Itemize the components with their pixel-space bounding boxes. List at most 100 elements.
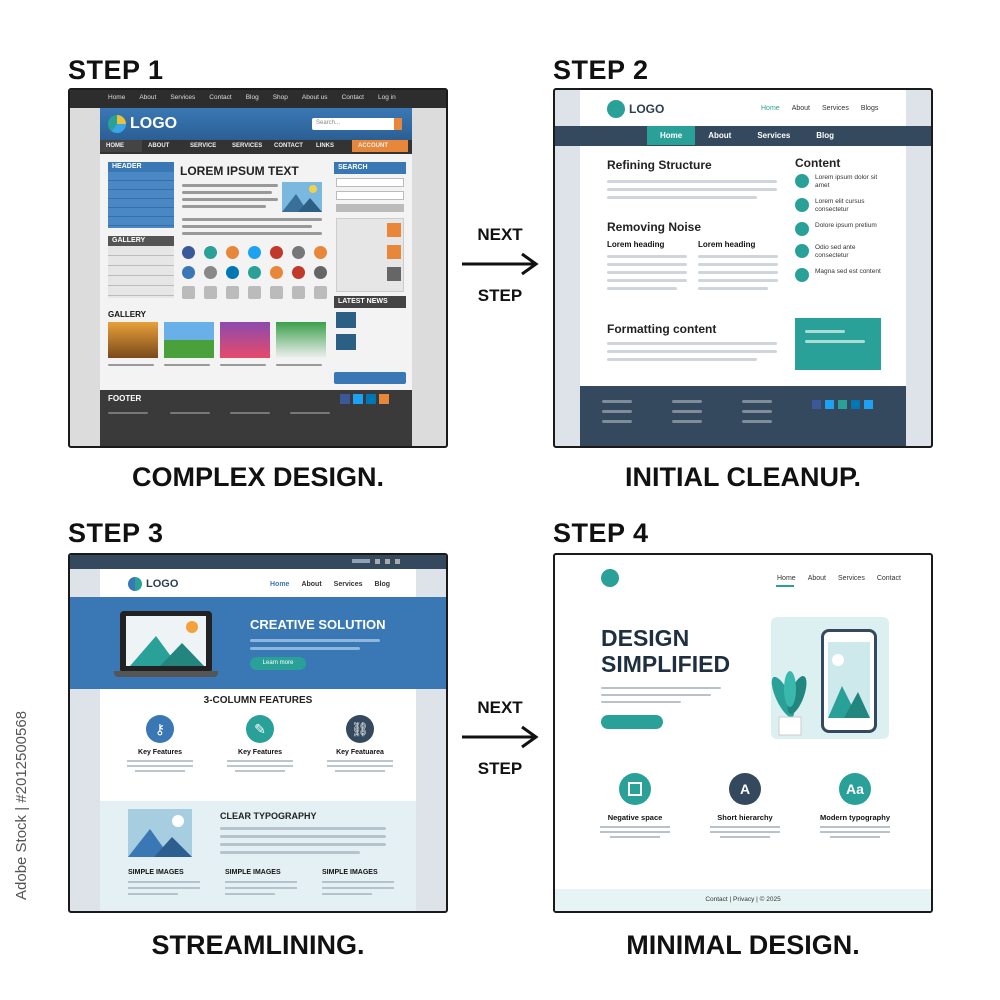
social-icon[interactable] bbox=[292, 266, 305, 279]
s1-main-nav-item[interactable]: LINKS bbox=[316, 143, 334, 149]
s3-feature-label: Key Features bbox=[138, 749, 182, 756]
s1-top-nav-item[interactable]: Services bbox=[170, 94, 196, 101]
social-icon[interactable] bbox=[248, 286, 261, 299]
social-icon[interactable] bbox=[182, 286, 195, 299]
s2-main-nav: Home About Services Blog bbox=[555, 126, 931, 146]
s1-search-input[interactable]: Search... bbox=[312, 118, 402, 130]
s4-cta-button[interactable] bbox=[601, 715, 663, 729]
s4-hero-illustration bbox=[771, 617, 889, 739]
s1-icon-row bbox=[182, 246, 332, 259]
social-icon[interactable] bbox=[292, 246, 305, 259]
social-icon[interactable] bbox=[182, 266, 195, 279]
s3-logo-icon bbox=[128, 577, 142, 591]
s2-heading-1: Lorem heading bbox=[607, 240, 665, 249]
s1-top-nav-item[interactable]: Shop bbox=[272, 94, 288, 101]
s1-main-nav-item[interactable]: SERVICES bbox=[232, 143, 263, 149]
s4-nav-item[interactable]: About bbox=[807, 575, 826, 582]
s1-gallery-label: GALLERY bbox=[108, 310, 146, 319]
s3-features-row: ⚷Key Features✎Key Features⛓Key Featuarea bbox=[110, 715, 410, 772]
social-icon[interactable] bbox=[204, 266, 217, 279]
s1-main-nav-item[interactable]: SERVICE bbox=[190, 143, 217, 149]
s2-top-nav-item[interactable]: Home bbox=[761, 105, 780, 112]
s3-feature-column: ✎Key Features bbox=[220, 715, 300, 772]
s1-top-nav-item[interactable]: Blog bbox=[245, 94, 259, 101]
s2-main-nav-item[interactable]: About bbox=[708, 131, 732, 140]
social-icon[interactable] bbox=[270, 286, 283, 299]
social-icon[interactable] bbox=[248, 266, 261, 279]
s2-refining-title: Refining Structure bbox=[607, 158, 712, 172]
s3-nav-item[interactable]: About bbox=[301, 581, 322, 588]
s1-sidebar-search-input-2[interactable] bbox=[336, 191, 404, 200]
s4-nav-item[interactable]: Home bbox=[777, 575, 796, 582]
s2-main-nav-item[interactable]: Blog bbox=[816, 131, 835, 140]
s2-cta-box[interactable] bbox=[795, 318, 881, 370]
s1-gallery-photo-2 bbox=[164, 322, 214, 358]
text-line bbox=[128, 881, 200, 883]
phone-icon bbox=[821, 629, 877, 733]
laptop-icon bbox=[114, 611, 218, 677]
s3-nav-item[interactable]: Blog bbox=[374, 581, 391, 588]
s2-removing-title: Removing Noise bbox=[607, 220, 702, 234]
s1-main-nav-item[interactable]: ACCOUNT bbox=[352, 140, 408, 152]
s2-logo-text: LOGO bbox=[629, 102, 665, 116]
step-1-mockup: Home About Services Contact Blog Shop About us… bbox=[68, 88, 448, 448]
s1-top-nav-item[interactable]: Contact bbox=[209, 94, 232, 101]
s1-top-nav-item[interactable]: Home bbox=[108, 94, 126, 101]
s1-top-nav-item[interactable]: About us bbox=[301, 94, 328, 101]
s4-nav-item[interactable]: Services bbox=[837, 575, 865, 582]
s1-header-list bbox=[108, 172, 174, 228]
text-line bbox=[135, 770, 185, 772]
social-icon[interactable] bbox=[182, 246, 195, 259]
social-icon[interactable] bbox=[204, 286, 217, 299]
social-icon[interactable] bbox=[204, 246, 217, 259]
s3-feature-label: Key Features bbox=[238, 749, 282, 756]
social-icon[interactable] bbox=[314, 286, 327, 299]
s1-main-nav-item[interactable]: CONTACT bbox=[274, 143, 303, 149]
social-icon[interactable] bbox=[248, 246, 261, 259]
social-icon[interactable] bbox=[270, 266, 283, 279]
s1-top-nav-item[interactable]: Log in bbox=[377, 94, 396, 101]
s1-search-button[interactable] bbox=[394, 118, 402, 130]
social-icon[interactable] bbox=[226, 266, 239, 279]
s1-top-nav-item[interactable]: About bbox=[139, 94, 157, 101]
circle-icon bbox=[795, 268, 809, 282]
social-icon[interactable] bbox=[226, 246, 239, 259]
step-4-title: STEP 4 bbox=[553, 518, 649, 548]
rss-icon bbox=[387, 223, 401, 237]
text-line bbox=[225, 887, 297, 889]
s2-main-nav-item[interactable]: Home bbox=[647, 126, 696, 145]
s3-nav-item[interactable]: Home bbox=[270, 581, 290, 588]
s1-news-button[interactable] bbox=[334, 372, 406, 384]
social-icon[interactable] bbox=[292, 286, 305, 299]
social-icon[interactable] bbox=[314, 266, 327, 279]
s1-header-label: HEADER bbox=[108, 162, 174, 172]
s1-gallery-photo-3 bbox=[220, 322, 270, 358]
s2-content-item-text: Magna sed est content bbox=[815, 268, 881, 275]
s1-rss-box bbox=[336, 218, 404, 292]
s4-feature-label: Negative space bbox=[607, 813, 663, 822]
s1-top-nav-item[interactable]: Contact bbox=[341, 94, 364, 101]
s2-top-nav-item[interactable]: Services bbox=[821, 105, 849, 112]
s4-feature-column: Negative space bbox=[585, 773, 685, 838]
s3-image-column: SIMPLE IMAGES bbox=[128, 869, 204, 895]
s4-nav-item[interactable]: Contact bbox=[876, 575, 901, 582]
s1-main-nav-item[interactable]: HOME bbox=[100, 140, 142, 152]
check-square-icon bbox=[619, 773, 651, 805]
s3-hero-button[interactable]: Learn more bbox=[250, 657, 306, 670]
social-icon[interactable] bbox=[314, 246, 327, 259]
s1-gallery-list bbox=[108, 246, 174, 298]
social-icon[interactable] bbox=[226, 286, 239, 299]
text-line bbox=[720, 836, 770, 838]
s2-top-nav-item[interactable]: About bbox=[791, 105, 810, 112]
s3-nav-item[interactable]: Services bbox=[333, 581, 363, 588]
s2-top-nav-item[interactable]: Blogs bbox=[860, 105, 879, 112]
s3-typography-title: CLEAR TYPOGRAPHY bbox=[220, 811, 317, 821]
text-line bbox=[322, 893, 372, 895]
arrow-1-bottom-label: STEP bbox=[477, 286, 523, 305]
social-icon[interactable] bbox=[270, 246, 283, 259]
s2-main-nav-item[interactable]: Services bbox=[757, 131, 791, 140]
s1-sidebar-search-input[interactable] bbox=[336, 178, 404, 187]
text-line bbox=[235, 770, 285, 772]
s1-main-nav-item[interactable]: ABOUT bbox=[148, 143, 170, 149]
